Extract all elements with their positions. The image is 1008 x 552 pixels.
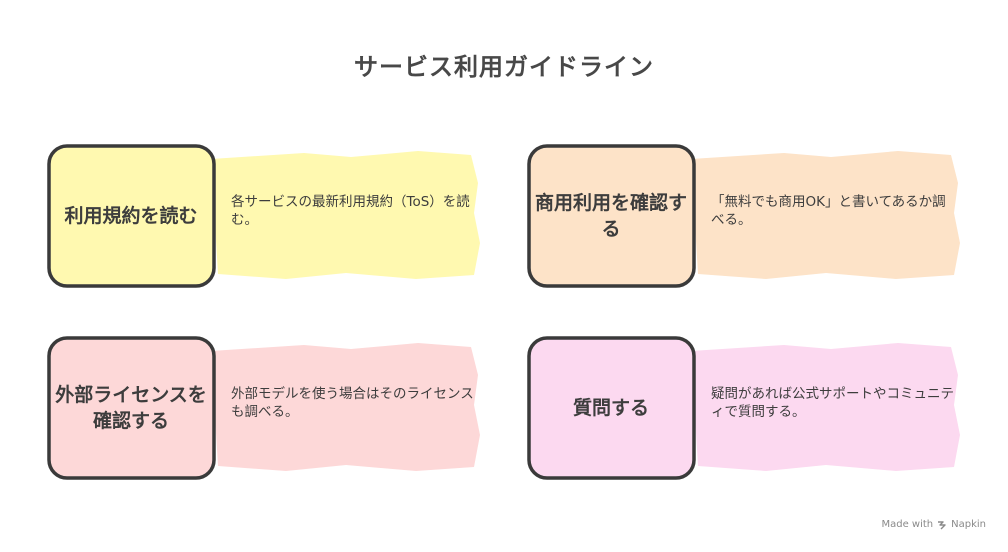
card-background bbox=[47, 144, 480, 288]
card-heading: 質問する bbox=[572, 396, 649, 419]
card-background bbox=[527, 144, 960, 288]
card-description: 外部モデルを使う場合はそのライセンスも調べる。 bbox=[231, 386, 474, 420]
card-background bbox=[47, 336, 480, 480]
box-fill bbox=[49, 146, 214, 286]
box-outline bbox=[527, 336, 696, 480]
card-read-terms: 利用規約を読む 各サービスの最新利用規約（ToS）を読む。 bbox=[46, 143, 506, 293]
card-description: 疑問があれば公式サポートやコミュニティで質問する。 bbox=[711, 386, 954, 420]
card-background bbox=[527, 336, 960, 480]
card-description: 各サービスの最新利用規約（ToS）を読む。 bbox=[231, 194, 470, 228]
highlight-strip bbox=[211, 151, 480, 279]
footer-label: Made with bbox=[881, 519, 934, 530]
page-title: サービス利用ガイドライン bbox=[354, 53, 654, 81]
box-outline bbox=[47, 336, 216, 480]
card-description: 「無料でも商用OK」と書いてあるか調べる。 bbox=[711, 194, 946, 228]
box-outline bbox=[47, 144, 216, 288]
box-fill bbox=[529, 338, 694, 478]
highlight-strip bbox=[691, 151, 960, 279]
card-check-commercial-use: 商用利用を確認する 「無料でも商用OK」と書いてあるか調べる。 bbox=[526, 143, 986, 293]
card-ask-questions: 質問する 疑問があれば公式サポートやコミュニティで質問する。 bbox=[526, 335, 986, 485]
card-heading: 商用利用を確認する bbox=[534, 191, 687, 240]
card-check-external-license: 外部ライセンスを確認する 外部モデルを使う場合はそのライセンスも調べる。 bbox=[46, 335, 506, 485]
card-heading: 外部ライセンスを確認する bbox=[55, 383, 207, 432]
box-outline bbox=[527, 144, 696, 288]
footer-brand: Napkin bbox=[951, 519, 986, 530]
card-heading: 利用規約を読む bbox=[64, 204, 198, 227]
highlight-strip bbox=[691, 343, 960, 471]
highlight-strip bbox=[211, 343, 480, 471]
napkin-logo-icon bbox=[938, 520, 946, 529]
box-fill bbox=[529, 146, 694, 286]
napkin-watermark[interactable]: Made with Napkin bbox=[881, 519, 986, 530]
box-fill bbox=[49, 338, 214, 478]
